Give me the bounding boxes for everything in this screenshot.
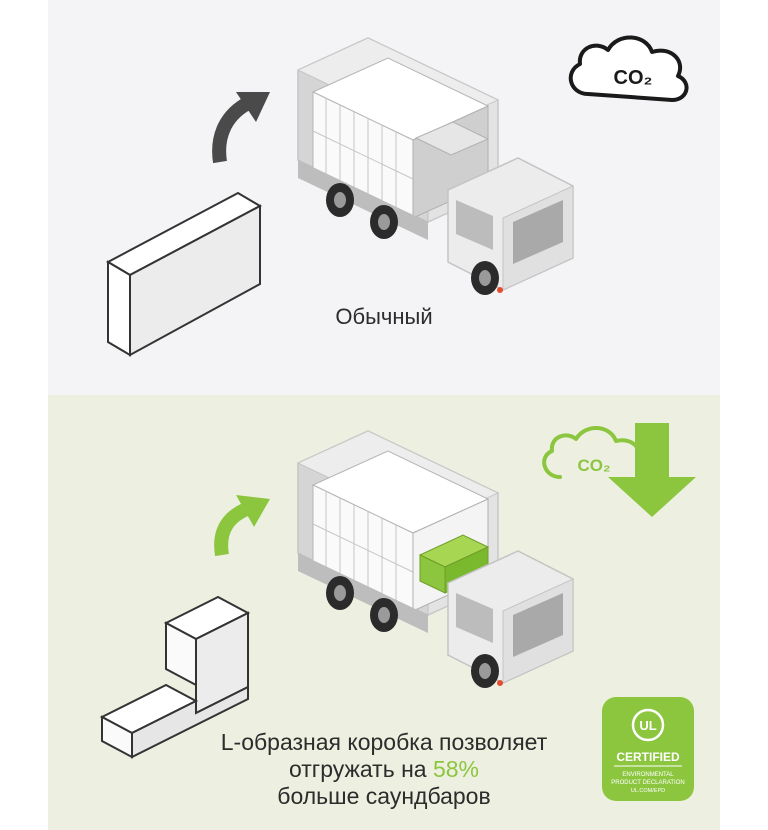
ul-line1: ENVIRONMENTAL [622, 772, 674, 778]
ul-line3: UL.COM/EPD [631, 788, 665, 794]
standard-caption: Обычный [335, 304, 433, 329]
caption-highlight: 58% [432, 756, 479, 782]
caption-line-1: L-образная коробка позволяет [220, 729, 548, 755]
co2-label: CO₂ [577, 456, 610, 475]
arrow-icon [212, 92, 270, 164]
l-box-shipping-panel: CO₂ UL CERTIFIED ENVIRONMENTAL PRODUCT D… [48, 395, 720, 830]
ul-badge-icon: UL CERTIFIED ENVIRONMENTAL PRODUCT DECLA… [602, 697, 694, 801]
standard-box-icon [105, 191, 263, 357]
ul-title: CERTIFIED [616, 750, 680, 764]
ul-line2: PRODUCT DECLARATION [611, 780, 684, 786]
truck-icon [296, 37, 574, 295]
caption-line-3: больше саундбаров [277, 783, 491, 809]
caption-line-2: отгружать на 58% [48, 756, 720, 783]
co2-label: CO₂ [614, 67, 653, 89]
co2-cloud-icon: CO₂ [542, 426, 648, 487]
down-arrow-icon [608, 423, 696, 517]
caption-line-2-prefix: отгружать на [288, 756, 433, 782]
co2-cloud-icon: CO₂ [568, 35, 689, 102]
standard-shipping-panel: CO₂ Обычный [48, 0, 720, 395]
truck-icon [296, 430, 574, 688]
ul-brand: UL [639, 718, 656, 733]
l-box-icon [99, 595, 251, 759]
l-box-caption: L-образная коробка позволяет отгружать н… [48, 729, 720, 810]
arrow-icon [214, 495, 270, 557]
